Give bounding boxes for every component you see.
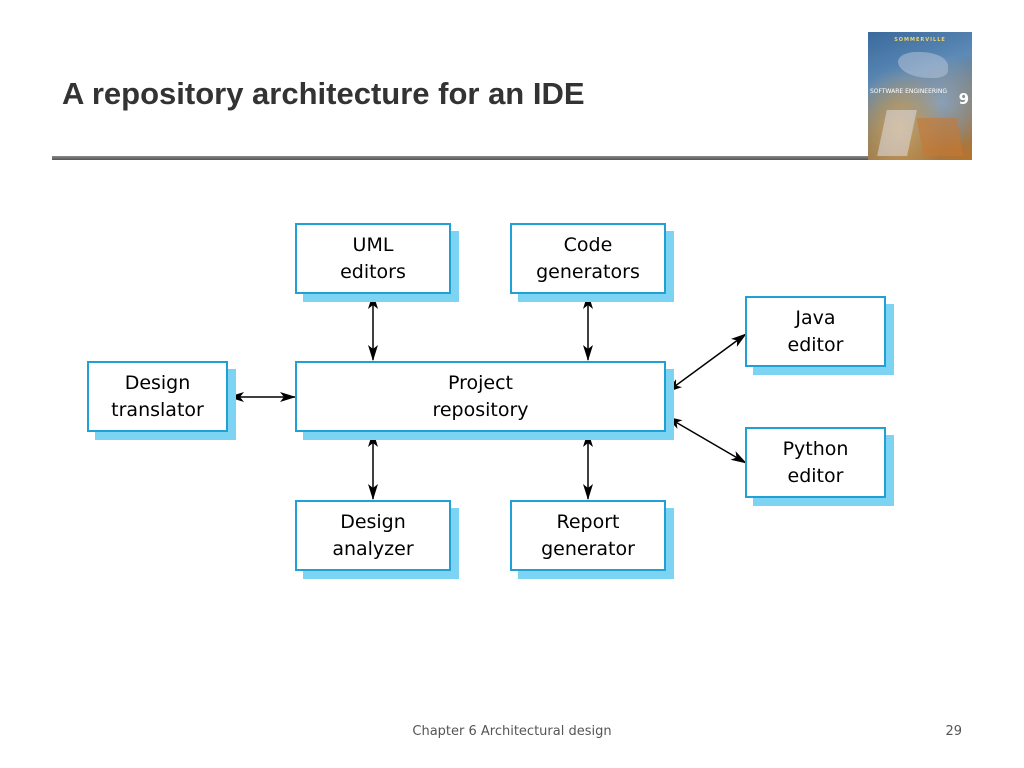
node-uml-editors: UML editors — [295, 223, 451, 294]
edge-python-editor-repository — [666, 416, 747, 464]
book-cover-edition: 9 — [958, 90, 969, 108]
node-label: Project repository — [432, 371, 529, 421]
node-code-generators: Code generators — [510, 223, 666, 294]
node-label: Report generator — [541, 510, 635, 560]
node-report-generator: Report generator — [510, 500, 666, 571]
edge-java-editor-repository — [666, 333, 747, 393]
footer-chapter-title: Chapter 6 Architectural design — [412, 724, 612, 739]
book-cover-author: SOMMERVILLE — [894, 37, 946, 43]
node-design-analyzer: Design analyzer — [295, 500, 451, 571]
node-label: Design translator — [111, 371, 204, 421]
node-project-repository: Project repository — [295, 361, 666, 432]
footer-page-number: 29 — [945, 724, 962, 739]
node-label: Design analyzer — [332, 510, 414, 560]
node-python-editor: Python editor — [745, 427, 886, 498]
book-cover-title: SOFTWARE ENGINEERING — [870, 88, 947, 95]
node-label: Python editor — [782, 437, 849, 487]
slide-title: A repository architecture for an IDE — [62, 76, 585, 111]
node-java-editor: Java editor — [745, 296, 886, 367]
node-label: Java editor — [787, 306, 844, 356]
title-divider — [52, 156, 870, 160]
book-cover-image: SOMMERVILLE SOFTWARE ENGINEERING 9 — [868, 32, 972, 160]
node-design-translator: Design translator — [87, 361, 228, 432]
node-label: UML editors — [340, 233, 406, 283]
node-label: Code generators — [536, 233, 640, 283]
